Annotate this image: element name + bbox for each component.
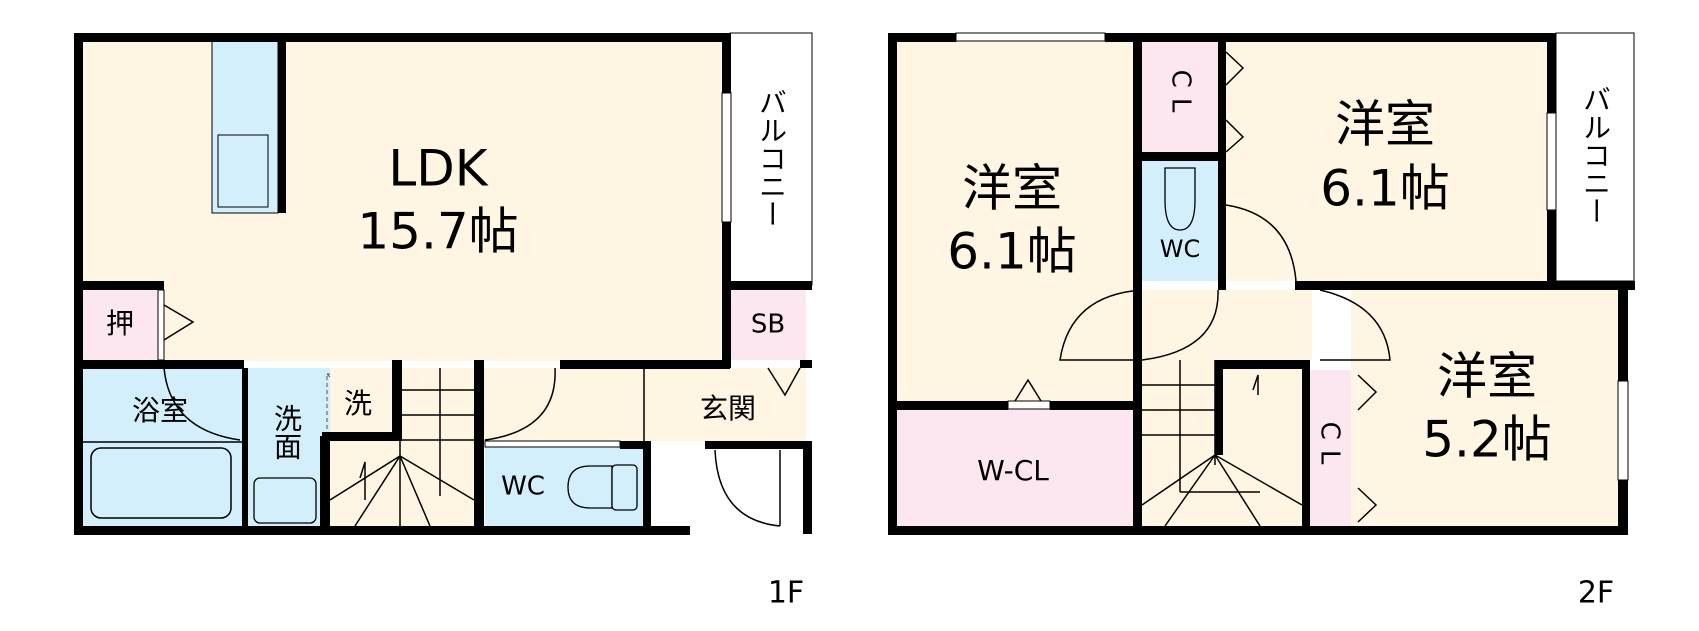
sb-storage xyxy=(730,290,806,360)
door-swing-right xyxy=(1225,204,1297,282)
room-bottom-name: 洋室 xyxy=(1437,348,1537,406)
stair-lines-2f xyxy=(1141,360,1303,527)
floor-label-2f: 2F xyxy=(1578,576,1614,611)
wcl-arrow xyxy=(1014,378,1042,402)
kitchen-counter xyxy=(211,40,279,214)
sink-outline xyxy=(217,134,269,208)
closet-bottom-label: CL xyxy=(1315,422,1345,475)
room-left-name: 洋室 xyxy=(962,160,1062,218)
closet-top xyxy=(1142,41,1218,152)
wcl-door xyxy=(1007,400,1051,410)
toilet-2f xyxy=(1164,167,1196,231)
walls-2f xyxy=(888,33,1635,535)
entrance-label: 玄関 xyxy=(700,392,756,425)
walls-1f xyxy=(74,33,812,535)
ldk-room xyxy=(83,41,722,361)
hall-door-swing xyxy=(484,367,556,441)
door-swing-wc xyxy=(1141,289,1219,361)
ldk-size: 15.7帖 xyxy=(357,203,518,261)
room-bottom-size: 5.2帖 xyxy=(1422,411,1552,469)
sb-label: SB xyxy=(751,310,785,340)
door-swing-bottom xyxy=(1319,289,1391,361)
window-right xyxy=(1546,112,1557,211)
toilet-tank xyxy=(611,464,638,511)
wc-label-1f: WC xyxy=(501,472,545,502)
floor-1: LDK 15.7帖 バルコニー 押 SB 浴室 洗面 洗 玄関 WC 1F xyxy=(74,32,813,611)
closet-bottom xyxy=(1307,370,1351,526)
closet-arrow xyxy=(1357,374,1378,411)
floor-label-1f: 1F xyxy=(768,576,804,611)
wc-door xyxy=(484,440,621,448)
kitchen-wall xyxy=(278,41,286,213)
bath-label: 浴室 xyxy=(132,394,188,427)
washer-label: 洗 xyxy=(344,387,372,420)
balcony-label-2f: バルコニー xyxy=(1579,85,1612,225)
washbasin xyxy=(253,477,317,524)
room-right-size: 6.1帖 xyxy=(1320,160,1450,218)
room-left-size: 6.1帖 xyxy=(947,223,1077,281)
window-left xyxy=(955,32,1106,42)
door-swing-left xyxy=(1059,289,1143,361)
balcony-1f xyxy=(729,32,813,286)
shoe-box-arrow xyxy=(767,367,801,397)
closet-arrow xyxy=(163,304,195,341)
closet-door xyxy=(157,289,165,361)
bath-door-swing xyxy=(163,367,241,441)
walkin-label: W-CL xyxy=(977,454,1049,487)
hallway-2f xyxy=(1142,290,1312,360)
walkin-closet xyxy=(897,409,1133,526)
front-door-swing xyxy=(714,449,781,527)
washroom-label: 洗面 xyxy=(270,404,303,460)
room-right xyxy=(1226,41,1547,281)
room-left xyxy=(897,41,1133,401)
closet-arrow xyxy=(1357,487,1378,523)
window-ldk xyxy=(721,92,732,223)
oshiire-closet xyxy=(83,290,158,360)
wc-label-2f: WC xyxy=(1160,235,1201,263)
balcony-label-1f: バルコニー xyxy=(755,88,788,228)
oshiire-label: 押 xyxy=(106,307,134,340)
bathtub xyxy=(90,447,232,519)
closet-arrow xyxy=(1225,51,1245,86)
ldk-label: LDK xyxy=(388,140,488,198)
hallway-1f xyxy=(479,368,806,441)
window-bottom xyxy=(1617,380,1629,481)
room-right-name: 洋室 xyxy=(1335,96,1435,154)
closet-top-label: CL xyxy=(1166,70,1196,123)
room-bottom xyxy=(1351,290,1618,526)
floor-2: 洋室 6.1帖 洋室 6.1帖 洋室 5.2帖 CL CL WC W-CL バル… xyxy=(888,32,1635,611)
balcony-2f xyxy=(1555,32,1635,282)
toilet-1f xyxy=(567,465,613,509)
closet-arrow xyxy=(1225,119,1245,153)
